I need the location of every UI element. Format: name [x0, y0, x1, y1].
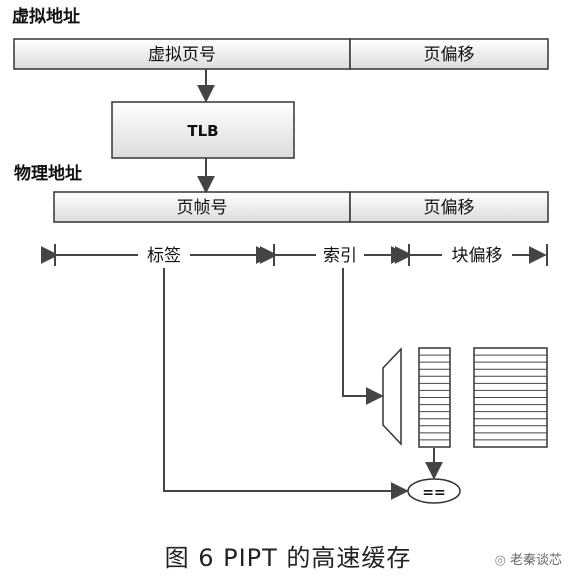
virtual-page-number-label: 虚拟页号 [148, 45, 216, 65]
virtual-address-title: 虚拟地址 [12, 6, 80, 27]
index-decoder [382, 347, 402, 446]
virtual-page-offset-label: 页偏移 [424, 45, 475, 65]
page-frame-number-label: 页帧号 [177, 198, 228, 218]
tag-to-comparator-arrow [163, 268, 409, 500]
data-array [473, 347, 548, 448]
comparator-label: == [422, 485, 445, 501]
comparator: == [407, 478, 461, 504]
index-field-label: 索引 [323, 246, 357, 266]
watermark-text: 老秦谈芯 [509, 553, 562, 568]
block-offset-field-label: 块偏移 [452, 246, 503, 266]
tlb-label: TLB [187, 122, 218, 140]
figure-caption: 图 6 PIPT 的高速缓存 [164, 544, 412, 572]
tag-array [418, 347, 451, 448]
index-to-mux-arrow [342, 268, 384, 405]
virtual-address-bar: 虚拟页号 页偏移 [13, 38, 549, 70]
field-dimension-lines [40, 244, 548, 266]
physical-address-bar: 页帧号 页偏移 [53, 191, 549, 223]
tag-field-label: 标签 [147, 246, 181, 266]
physical-page-offset-label: 页偏移 [424, 198, 475, 218]
wechat-icon: ◎ [494, 553, 506, 568]
tlb-box: TLB [111, 101, 295, 159]
watermark: ◎老秦谈芯 [495, 549, 562, 568]
physical-address-title: 物理地址 [14, 163, 82, 184]
